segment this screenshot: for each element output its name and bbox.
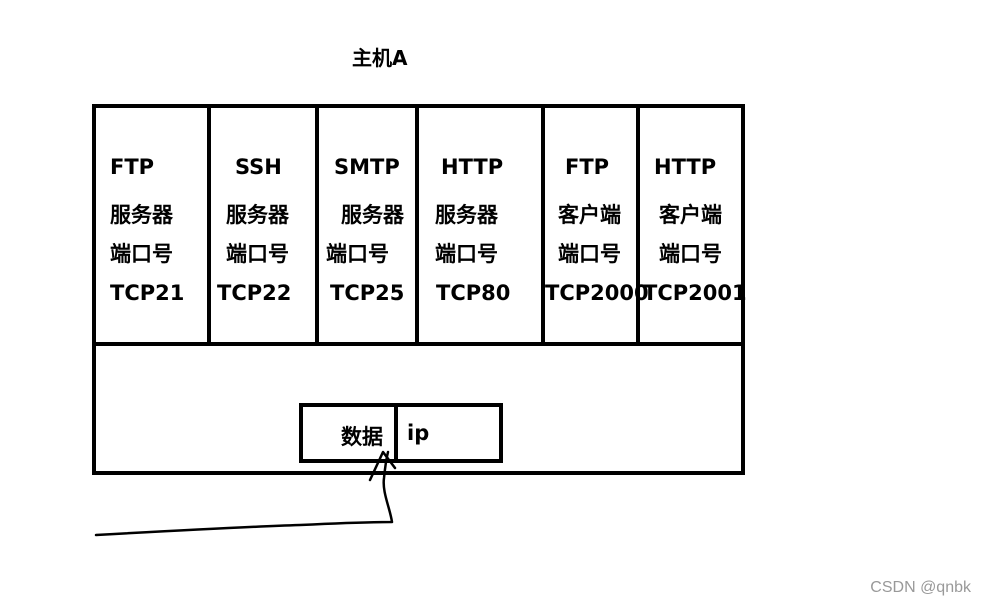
port-number: TCP25 (330, 281, 405, 305)
role-label: 客户端 (659, 203, 722, 227)
port-label: 端口号 (326, 242, 389, 266)
host-box: FTP 服务器 端口号 TCP21 SSH 服务器 端口号 TCP22 SMTP… (92, 104, 747, 475)
port-cell-http-server: HTTP 服务器 端口号 TCP80 (419, 108, 545, 342)
watermark: CSDN @qnbk (870, 579, 971, 596)
role-label: 服务器 (435, 203, 498, 227)
protocol-label: SMTP (334, 155, 400, 179)
port-label: 端口号 (435, 242, 498, 266)
protocol-label: HTTP (654, 155, 717, 179)
port-number: TCP80 (436, 281, 511, 305)
port-label: 端口号 (659, 242, 722, 266)
port-cell-ftp-client: FTP 客户端 端口号 TCP2000 (545, 108, 649, 342)
port-number: TCP22 (217, 281, 292, 305)
role-label: 客户端 (558, 203, 621, 227)
port-number: TCP21 (110, 281, 185, 305)
host-title: 主机A (352, 46, 408, 70)
role-label: 服务器 (226, 203, 289, 227)
protocol-label: HTTP (441, 155, 504, 179)
port-number: TCP2000 (545, 281, 649, 305)
protocol-label: SSH (235, 155, 282, 179)
port-cells: FTP 服务器 端口号 TCP21 SSH 服务器 端口号 TCP22 SMTP… (96, 108, 747, 346)
port-cell-ssh-server: SSH 服务器 端口号 TCP22 (211, 108, 319, 342)
packet-ip-label: ip (407, 421, 430, 445)
port-cell-http-client: HTTP 客户端 端口号 TCP2001 (640, 108, 747, 342)
port-label: 端口号 (226, 242, 289, 266)
protocol-label: FTP (110, 155, 155, 179)
role-label: 服务器 (110, 203, 173, 227)
port-cell-ftp-server: FTP 服务器 端口号 TCP21 (96, 108, 211, 342)
port-label: 端口号 (558, 242, 621, 266)
port-cell-smtp-server: SMTP 服务器 端口号 TCP25 (319, 108, 419, 342)
data-packet: 数据 ip (299, 403, 503, 463)
packet-divider (394, 403, 398, 463)
protocol-label: FTP (565, 155, 610, 179)
packet-data-label: 数据 (341, 425, 383, 449)
port-number: TCP2001 (643, 281, 747, 305)
port-label: 端口号 (110, 242, 173, 266)
role-label: 服务器 (341, 203, 404, 227)
